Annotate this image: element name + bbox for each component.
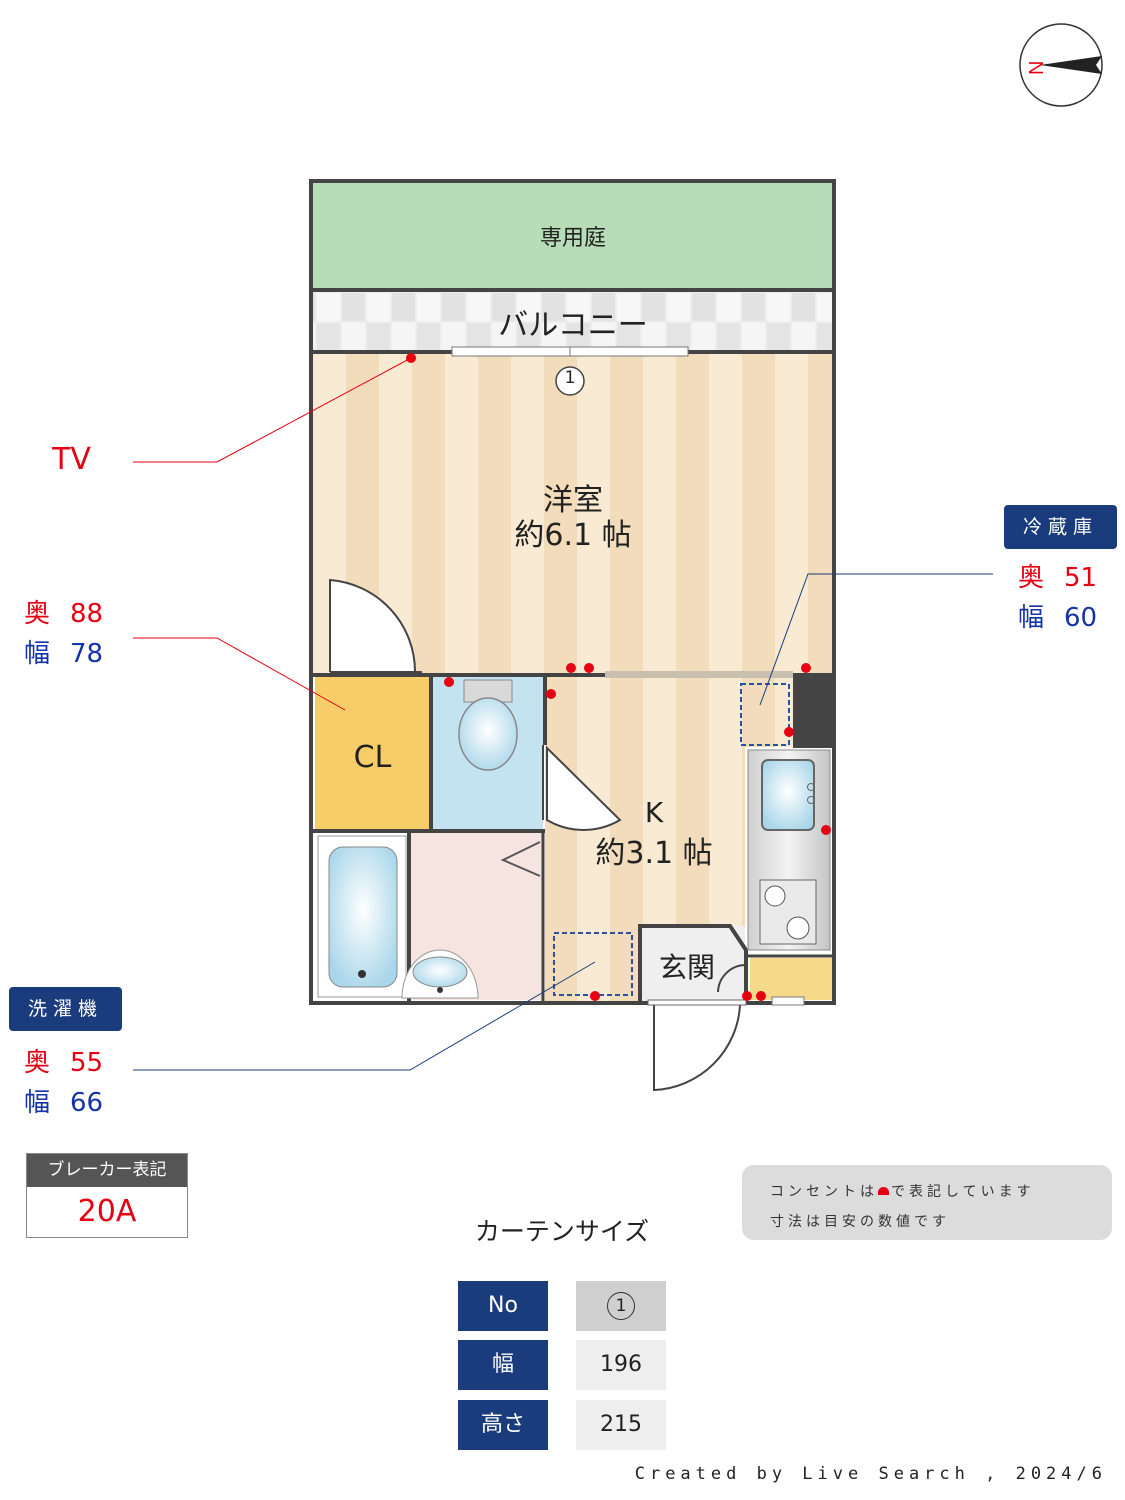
- fridge-dimensions: 奥 51 幅 60: [1018, 558, 1097, 638]
- credit-line: Created by Live Search , 2024/6: [634, 1464, 1107, 1484]
- fridge-tag: 冷蔵庫: [1004, 505, 1117, 549]
- closet-floor: [315, 677, 430, 829]
- curtain-key-no: No: [458, 1281, 548, 1331]
- fridge-depth-label: 奥: [1018, 563, 1045, 593]
- outlet-icon: [878, 1187, 889, 1195]
- curtain-key-height: 高さ: [458, 1400, 548, 1450]
- curtain-no-circle: 1: [607, 1292, 635, 1320]
- washer-width-label: 幅: [24, 1088, 51, 1118]
- entrance-label: 玄関: [658, 951, 715, 984]
- tv-label: TV: [52, 442, 91, 477]
- balcony-area: [313, 292, 833, 352]
- western-room-name: 洋室: [543, 483, 603, 518]
- closet-dimensions: 奥 88 幅 78: [24, 594, 103, 674]
- closet-label: CL: [353, 740, 392, 775]
- kitchen-size: 約3.1 帖: [595, 836, 713, 871]
- washer-tag: 洗濯機: [9, 987, 122, 1031]
- garden-label: 専用庭: [539, 226, 606, 251]
- fridge-space: [740, 683, 790, 746]
- legend-line2: 寸法は目安の数値です: [770, 1214, 950, 1230]
- kitchen-name: K: [644, 796, 664, 829]
- entrance-floor: [640, 926, 745, 1002]
- compass-icon: N: [1019, 23, 1103, 107]
- fridge-width-label: 幅: [1018, 603, 1045, 633]
- legend-line1a: コンセントは: [770, 1184, 878, 1200]
- window-number: 1: [564, 368, 576, 388]
- outlet-markers: [406, 353, 831, 1001]
- western-room-size: 約6.1 帖: [514, 518, 632, 553]
- legend-line1b: で表記しています: [891, 1184, 1035, 1200]
- balcony-label: バルコニー: [498, 308, 648, 343]
- washer-dimensions: 奥 55 幅 66: [24, 1043, 103, 1123]
- curtain-key-width: 幅: [458, 1340, 548, 1390]
- breaker-box: ブレーカー表記 20A: [26, 1153, 188, 1238]
- closet-width: 78: [70, 639, 104, 669]
- curtain-value-height: 215: [576, 1400, 666, 1450]
- legend-note: コンセントはで表記しています 寸法は目安の数値です: [742, 1165, 1112, 1240]
- washer-width: 66: [70, 1088, 104, 1118]
- curtain-value-no: 1: [576, 1281, 666, 1331]
- closet-width-label: 幅: [24, 639, 51, 669]
- closet-depth: 88: [70, 599, 104, 629]
- compass: N: [1016, 22, 1106, 108]
- breaker-value: 20A: [77, 1194, 137, 1229]
- fridge-depth: 51: [1064, 563, 1098, 593]
- garden-area: [313, 182, 833, 290]
- curtain-title: カーテンサイズ: [474, 1217, 650, 1246]
- washer-depth-label: 奥: [24, 1048, 51, 1078]
- closet-depth-label: 奥: [24, 599, 51, 629]
- compass-letter: N: [1026, 61, 1048, 75]
- breaker-title: ブレーカー表記: [27, 1154, 187, 1187]
- fridge-width: 60: [1064, 603, 1098, 633]
- washer-depth: 55: [70, 1048, 104, 1078]
- curtain-value-width: 196: [576, 1340, 666, 1390]
